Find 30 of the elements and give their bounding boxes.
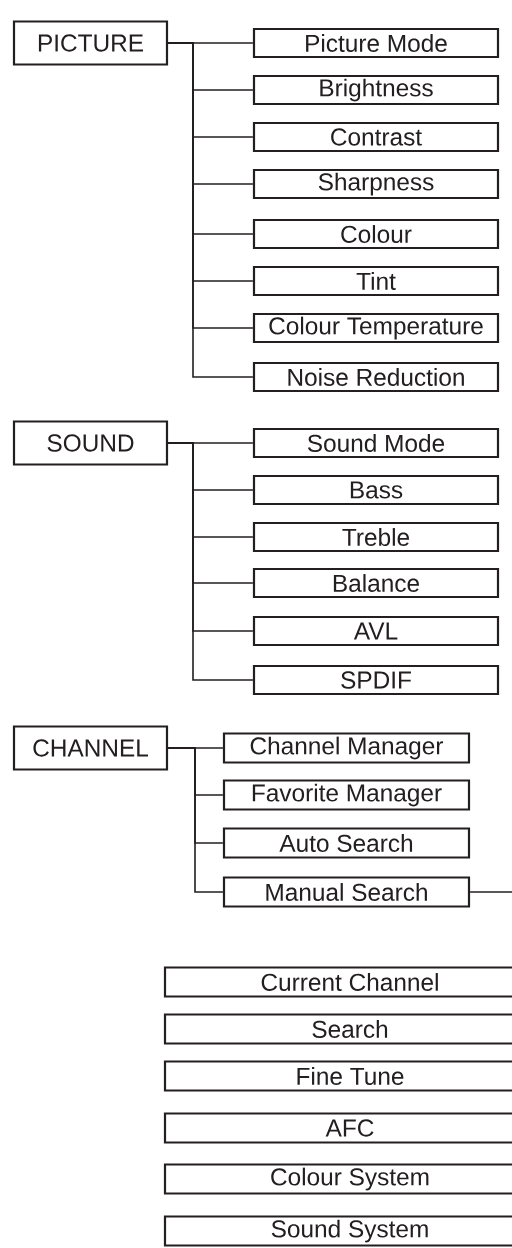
menu-item-box: Treble <box>252 521 500 553</box>
menu-box: SOUND <box>12 420 169 466</box>
menu-item-box: Colour Temperature <box>252 312 500 344</box>
menu-item-box: AFC <box>163 1112 512 1144</box>
menu-item-box: SPDIF <box>252 664 500 696</box>
menu-box: CHANNEL <box>12 725 169 771</box>
menu-item-box: Contrast <box>252 121 500 153</box>
menu-item-box: Bass <box>252 474 500 506</box>
menu-item-box: Balance <box>252 567 500 599</box>
menu-item-box: AVL <box>252 615 500 647</box>
menu-box: PICTURE <box>12 20 169 66</box>
menu-item-box: Colour <box>252 218 500 250</box>
menu-item-box: Manual Search <box>222 876 471 908</box>
menu-item-box: Sound System <box>163 1215 512 1247</box>
connector-line <box>469 891 512 893</box>
menu-item-box: Picture Mode <box>252 27 500 59</box>
menu-item-box: Auto Search <box>222 827 471 859</box>
menu-item-box: Brightness <box>252 74 500 106</box>
menu-item-box: Current Channel <box>163 966 512 998</box>
menu-item-box: Noise Reduction <box>252 361 500 393</box>
menu-item-box: Favorite Manager <box>222 779 471 811</box>
menu-item-box: Tint <box>252 265 500 297</box>
connector-line <box>167 442 254 681</box>
connector-line <box>167 747 224 893</box>
menu-item-box: Channel Manager <box>222 732 471 764</box>
menu-item-box: Sharpness <box>252 168 500 200</box>
menu-item-box: Fine Tune <box>163 1060 512 1092</box>
menu-item-box: Sound Mode <box>252 427 500 459</box>
menu-item-box: Search <box>163 1013 512 1045</box>
menu-item-box: Colour System <box>163 1163 512 1195</box>
